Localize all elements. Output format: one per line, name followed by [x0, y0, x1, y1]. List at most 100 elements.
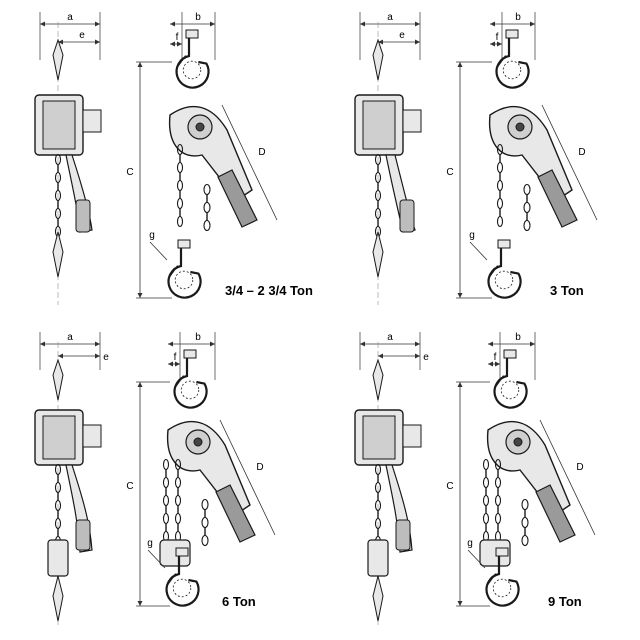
front-handle-grip — [217, 169, 258, 228]
capacity-caption: 3/4 – 2 3/4 Ton — [225, 283, 313, 298]
dim-C-label: C — [126, 481, 133, 492]
front-bottom-hook — [165, 547, 200, 607]
side-view: ae — [34, 332, 109, 625]
side-lever-boss — [82, 424, 102, 448]
front-top-hook — [175, 29, 210, 89]
dim-D-label: D — [256, 462, 263, 473]
dim-C-arrow-top — [137, 382, 143, 387]
side-bottom-hook — [52, 231, 64, 278]
side-bottom-block — [47, 539, 69, 577]
front-hand-chain-fall — [523, 183, 531, 232]
dim-g — [467, 549, 486, 569]
dim-a-arrow-left — [360, 21, 365, 27]
dim-e-arrow-left — [378, 353, 383, 359]
dim-e-label: e — [79, 30, 85, 41]
dim-b-arrow-right — [210, 21, 215, 27]
dim-e-arrow-left — [58, 39, 63, 45]
dim-D-label: D — [258, 147, 265, 158]
dim-e-arrow-right — [415, 39, 420, 45]
side-handle-grip — [75, 519, 91, 551]
side-top-hook — [372, 358, 384, 401]
front-bottom-hook — [167, 239, 202, 299]
front-bottom-hook-latch — [169, 265, 179, 278]
front-top-hook — [173, 349, 208, 409]
side-top-hook — [372, 38, 384, 81]
front-load-chain-left — [496, 143, 504, 228]
dim-D — [221, 104, 278, 221]
front-bottom-block — [479, 539, 511, 567]
capacity-caption: 9 Ton — [548, 594, 582, 609]
front-top-hook-latch — [177, 55, 187, 68]
dim-D — [219, 419, 276, 536]
dim-D — [541, 104, 598, 221]
dim-g-label: g — [149, 230, 155, 241]
dim-e-label: e — [399, 30, 405, 41]
dim-e-label: e — [103, 352, 109, 363]
front-bottom-block — [159, 539, 191, 567]
front-ratchet-hub — [195, 122, 205, 132]
front-bottom-hook-latch — [487, 573, 497, 586]
dim-a-arrow-right — [415, 341, 420, 347]
dim-D-label: D — [576, 462, 583, 473]
dim-b-label: b — [515, 12, 521, 23]
dim-e-label: e — [423, 352, 429, 363]
front-top-hook — [493, 349, 528, 409]
dim-g-label: g — [467, 538, 473, 549]
side-lever-boss — [402, 424, 422, 448]
dim-a-arrow-left — [40, 21, 45, 27]
front-bottom-hook — [485, 547, 520, 607]
side-lever-boss — [402, 109, 422, 133]
dim-g — [469, 241, 488, 261]
dim-f-arrow-right — [495, 361, 500, 367]
dim-C-arrow-bottom — [137, 601, 143, 606]
front-load-chain-left — [174, 458, 182, 543]
front-load-chain-left — [176, 143, 184, 228]
side-gear-cover — [42, 415, 76, 460]
side-load-chain — [374, 153, 382, 238]
dim-a-label: a — [67, 332, 73, 343]
dim-a-label: a — [387, 332, 393, 343]
dim-C-arrow-top — [457, 382, 463, 387]
dim-e-arrow-left — [58, 353, 63, 359]
front-load-chain-left — [494, 458, 502, 543]
front-top-hook-latch — [495, 375, 505, 388]
dim-f-label: f — [496, 32, 499, 43]
dim-C-arrow-top — [137, 62, 143, 67]
dim-g — [147, 549, 166, 569]
side-gear-cover — [362, 415, 396, 460]
dim-b-label: b — [515, 332, 521, 343]
dim-D — [539, 419, 596, 536]
side-gear-cover — [362, 100, 396, 150]
capacity-caption: 3 Ton — [550, 283, 584, 298]
dim-b-arrow-left — [168, 341, 173, 347]
dim-b-label: b — [195, 332, 201, 343]
side-handle-grip — [75, 199, 91, 233]
dim-D-label: D — [578, 147, 585, 158]
dim-C-label: C — [446, 167, 453, 178]
side-top-hook — [52, 38, 64, 81]
dim-a-arrow-right — [95, 341, 100, 347]
front-top-hook-latch — [497, 55, 507, 68]
dim-e-arrow-right — [95, 353, 100, 359]
side-load-chain — [54, 463, 62, 548]
side-handle-grip — [399, 199, 415, 233]
dim-a-arrow-left — [360, 341, 365, 347]
dim-f-arrow-left — [490, 41, 495, 47]
front-bottom-hook-latch — [489, 265, 499, 278]
dim-C-label: C — [126, 167, 133, 178]
dim-a-arrow-right — [95, 21, 100, 27]
dim-a-arrow-left — [40, 341, 45, 347]
dim-e-arrow-right — [415, 353, 420, 359]
dim-f-arrow-left — [170, 41, 175, 47]
dim-a-arrow-right — [415, 21, 420, 27]
